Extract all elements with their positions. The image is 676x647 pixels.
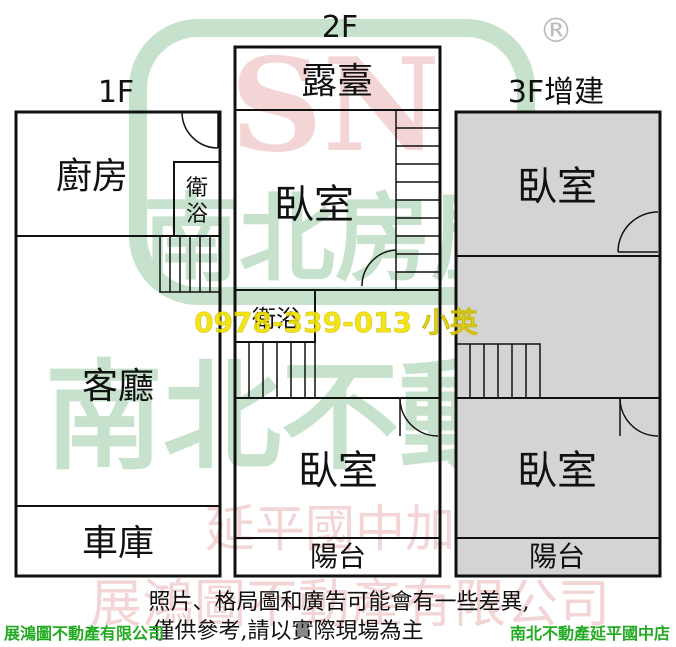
room-3f-bedroom-lower: 臥室 xyxy=(517,448,597,494)
watermark-company-text: 展鴻圖不動產有限公司 xyxy=(90,575,610,635)
room-3f-balcony: 陽台 xyxy=(529,540,585,573)
floor-label-1f: 1F xyxy=(98,75,134,110)
room-2f-bedroom-upper: 臥室 xyxy=(274,182,354,228)
floor-3f: 臥室 臥室 陽台 xyxy=(454,110,662,578)
floor-2f: 露臺 臥室 臥室 陽台 xyxy=(233,45,442,578)
floor-label-2f: 2F xyxy=(322,10,358,45)
room-2f-balcony: 陽台 xyxy=(310,540,366,573)
footer-company-right: 南北不動產延平國中店 xyxy=(510,624,670,643)
disclaimer-line-2: 僅供參考,請以實際現場為主 xyxy=(153,619,424,644)
room-2f-bedroom-lower: 臥室 xyxy=(298,448,378,494)
registered-mark: ® xyxy=(539,11,573,51)
room-1f-kitchen: 廚房 xyxy=(56,156,128,197)
floor-1f: 廚房 客廳 車庫 xyxy=(14,110,222,578)
room-1f-living: 客廳 xyxy=(82,366,154,407)
watermark-logo-letters: SN xyxy=(230,31,439,181)
room-2f-terrace: 露臺 xyxy=(301,61,373,102)
room-1f-garage: 車庫 xyxy=(82,523,154,564)
phone-contact: 0978-339-013 小英 xyxy=(194,306,479,339)
footer-company-left: 展鴻圖不動產有限公司 xyxy=(4,624,164,643)
room-3f-bedroom-upper: 臥室 xyxy=(517,164,597,210)
room-2f-bath: 衛浴 xyxy=(252,305,300,333)
disclaimer-line-1: 照片、格局圖和廣告可能會有一些差異, xyxy=(149,590,530,615)
floor-label-3f: 3F增建 xyxy=(508,75,604,110)
room-1f-bath: 衛浴 xyxy=(186,176,208,227)
